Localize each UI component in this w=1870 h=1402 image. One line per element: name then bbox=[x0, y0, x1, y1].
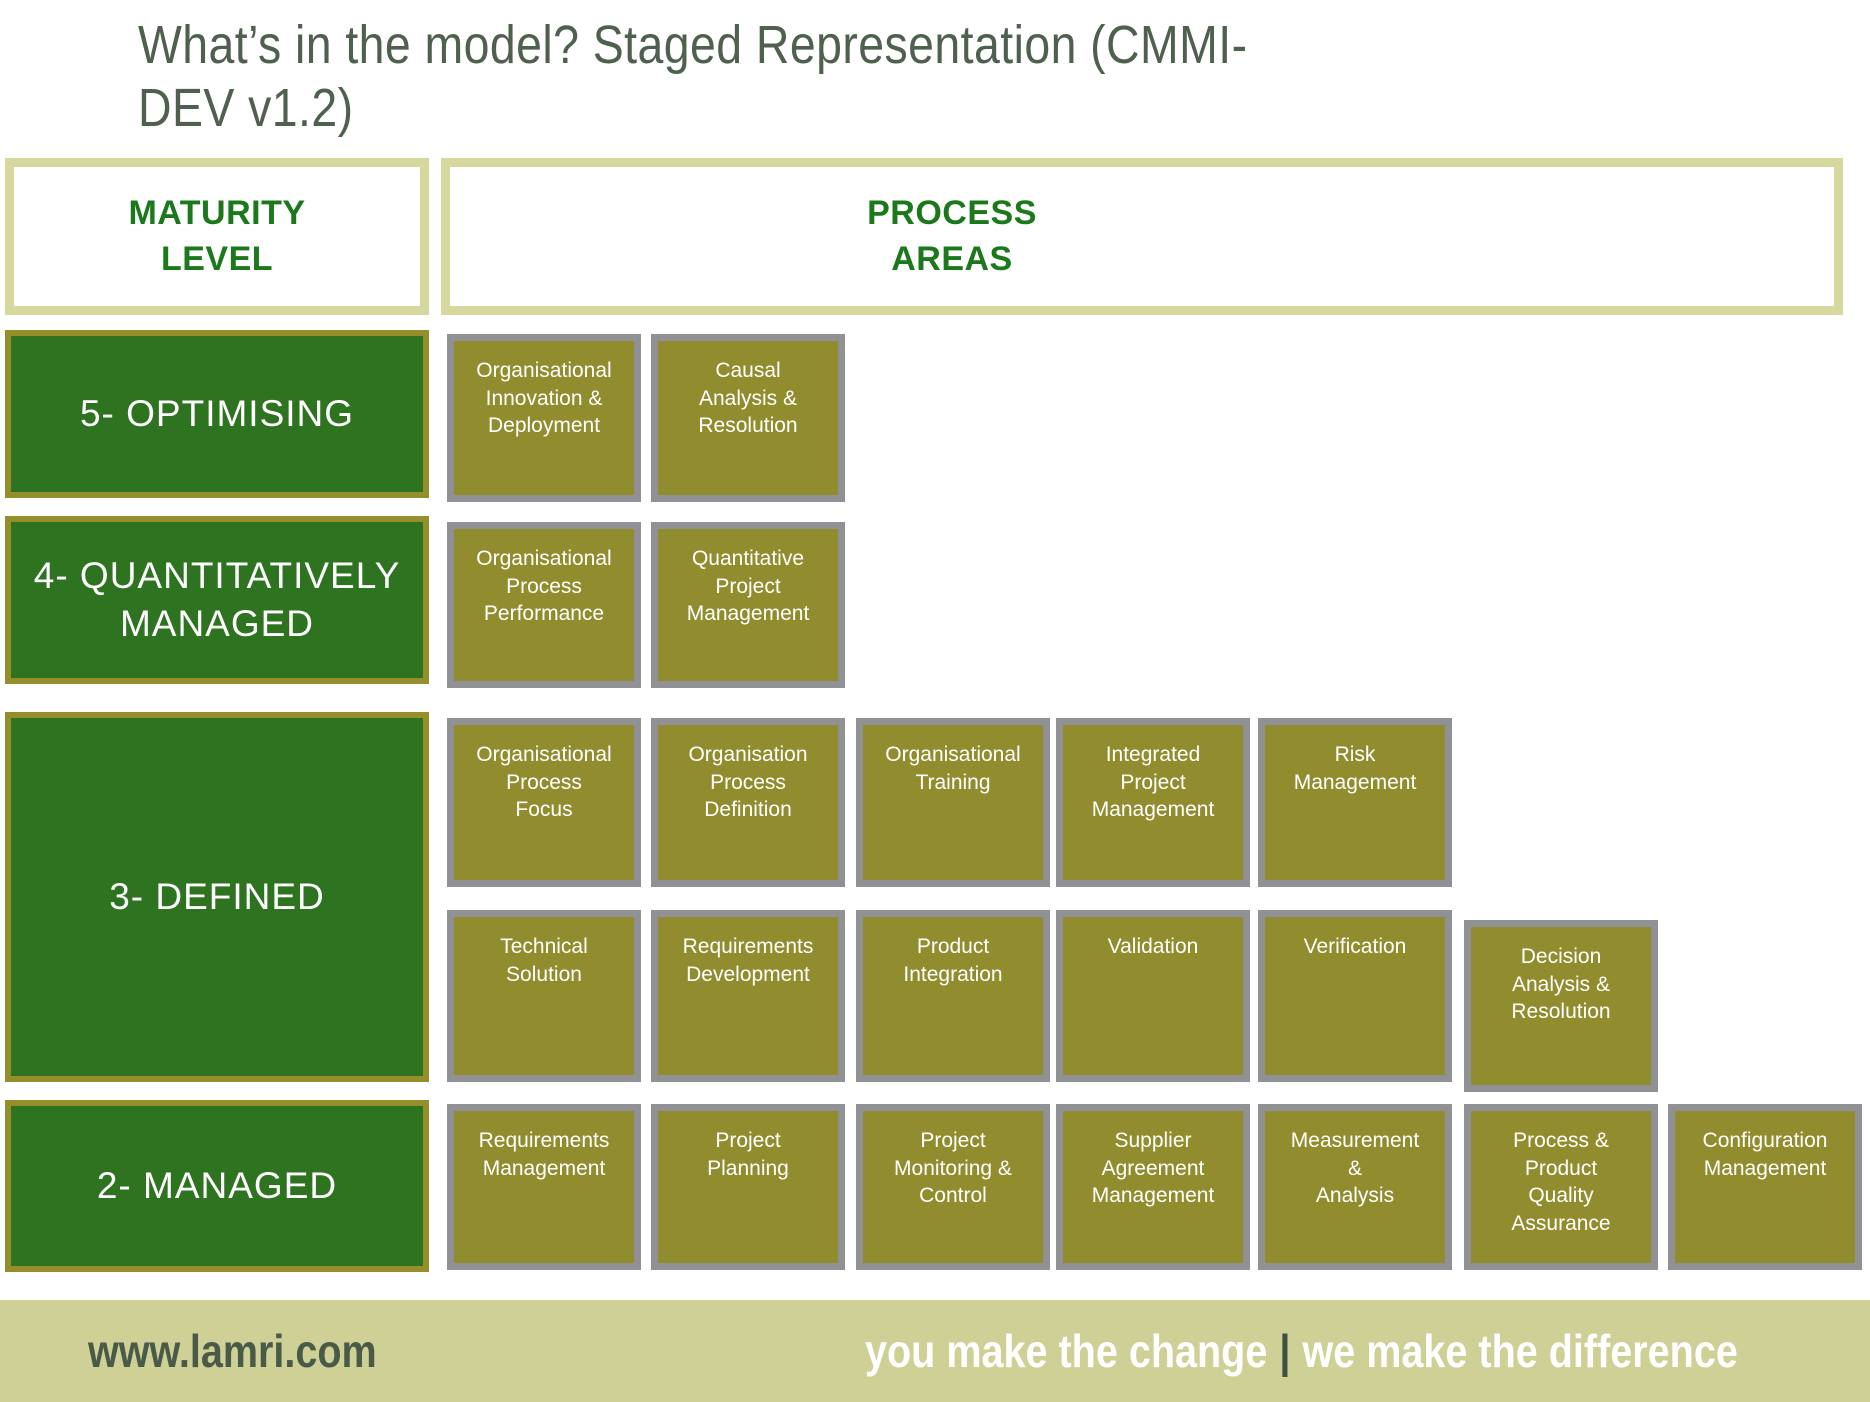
tagline-right: we make the difference bbox=[1302, 1325, 1738, 1377]
page-title: What’s in the model? Staged Representati… bbox=[138, 14, 1428, 139]
process-area-requirements-development: Requirements Development bbox=[651, 910, 845, 1082]
process-areas-header: PROCESS AREAS bbox=[441, 158, 1843, 315]
process-area-label: Product Integration bbox=[903, 935, 1003, 986]
maturity-label-5: 5- OPTIMISING bbox=[79, 392, 355, 434]
tagline-separator: | bbox=[1279, 1325, 1291, 1377]
footer-url-text: www.lamri.com bbox=[88, 1325, 377, 1377]
process-area-organisation-process-definition: Organisation Process Definition bbox=[651, 718, 845, 887]
process-area-label: Quantitative Project Management bbox=[686, 547, 810, 626]
process-area-label: Requirements Management bbox=[478, 1129, 610, 1180]
process-area-label: Organisational Process Focus bbox=[476, 743, 612, 822]
process-area-label: Organisation Process Definition bbox=[688, 743, 808, 822]
process-area-requirements-management: Requirements Management bbox=[447, 1104, 641, 1270]
maturity-level-header: MATURITY LEVEL bbox=[5, 158, 429, 315]
maturity-box-5-optimising: 5- OPTIMISING bbox=[5, 330, 429, 498]
process-area-label: Causal Analysis & Resolution bbox=[698, 359, 798, 438]
process-area-label: Organisational Innovation & Deployment bbox=[476, 359, 612, 438]
process-area-label: Technical Solution bbox=[500, 935, 588, 986]
process-areas-header-label: PROCESS AREAS bbox=[867, 193, 1037, 278]
page-title-text: What’s in the model? Staged Representati… bbox=[138, 15, 1248, 138]
process-area-decision-analysis-and-resolution: Decision Analysis & Resolution bbox=[1464, 920, 1658, 1092]
process-area-label: Risk Management bbox=[1293, 743, 1417, 794]
process-area-project-monitoring-and-control: Project Monitoring & Control bbox=[856, 1104, 1050, 1270]
process-area-label: Decision Analysis & Resolution bbox=[1511, 945, 1611, 1024]
maturity-label-4: 4- QUANTITATIVELY MANAGED bbox=[33, 554, 401, 644]
process-area-label: Configuration Management bbox=[1702, 1129, 1828, 1180]
process-area-integrated-project-management: Integrated Project Management bbox=[1056, 718, 1250, 887]
process-area-organisational-process-focus: Organisational Process Focus bbox=[447, 718, 641, 887]
maturity-level-header-label: MATURITY LEVEL bbox=[128, 193, 306, 278]
process-area-project-planning: Project Planning bbox=[651, 1104, 845, 1270]
process-area-quantitative-project-management: Quantitative Project Management bbox=[651, 522, 845, 688]
process-area-label: Process & Product Quality Assurance bbox=[1511, 1129, 1611, 1236]
footer-tagline: you make the change|we make the differen… bbox=[865, 1300, 1870, 1402]
process-area-product-integration: Product Integration bbox=[856, 910, 1050, 1082]
process-area-organisational-innovation-and-deployment: Organisational Innovation & Deployment bbox=[447, 334, 641, 502]
process-area-measurement-and-analysis: Measurement & Analysis bbox=[1258, 1104, 1452, 1270]
process-area-label: Integrated Project Management bbox=[1091, 743, 1215, 822]
process-area-technical-solution: Technical Solution bbox=[447, 910, 641, 1082]
maturity-box-2-managed: 2- MANAGED bbox=[5, 1100, 429, 1272]
process-area-label: Project Planning bbox=[707, 1129, 789, 1180]
process-area-supplier-agreement-management: Supplier Agreement Management bbox=[1056, 1104, 1250, 1270]
process-area-risk-management: Risk Management bbox=[1258, 718, 1452, 887]
process-area-label: Requirements Development bbox=[682, 935, 814, 986]
maturity-box-3-defined: 3- DEFINED bbox=[5, 712, 429, 1082]
process-area-label: Organisational Process Performance bbox=[476, 547, 612, 626]
process-area-label: Organisational Training bbox=[885, 743, 1021, 794]
process-area-verification: Verification bbox=[1258, 910, 1452, 1082]
process-area-organisational-training: Organisational Training bbox=[856, 718, 1050, 887]
footer-url: www.lamri.com bbox=[88, 1300, 424, 1402]
footer-tagline-text: you make the change|we make the differen… bbox=[865, 1324, 1738, 1378]
process-area-label: Verification bbox=[1303, 935, 1407, 958]
process-area-label: Measurement & Analysis bbox=[1290, 1129, 1420, 1208]
maturity-box-4-quantitatively-managed: 4- QUANTITATIVELY MANAGED bbox=[5, 516, 429, 684]
process-area-causal-analysis-and-resolution: Causal Analysis & Resolution bbox=[651, 334, 845, 502]
process-area-validation: Validation bbox=[1056, 910, 1250, 1082]
footer-bar: www.lamri.com you make the change|we mak… bbox=[0, 1300, 1870, 1402]
process-area-label: Supplier Agreement Management bbox=[1091, 1129, 1215, 1208]
maturity-label-3: 3- DEFINED bbox=[109, 875, 325, 917]
process-area-label: Validation bbox=[1107, 935, 1199, 958]
process-area-configuration-management: Configuration Management bbox=[1668, 1104, 1862, 1270]
tagline-left: you make the change bbox=[865, 1325, 1268, 1377]
maturity-label-2: 2- MANAGED bbox=[96, 1164, 338, 1206]
process-area-process-and-product-quality-assurance: Process & Product Quality Assurance bbox=[1464, 1104, 1658, 1270]
process-area-organisational-process-performance: Organisational Process Performance bbox=[447, 522, 641, 688]
process-area-label: Project Monitoring & Control bbox=[894, 1129, 1012, 1208]
